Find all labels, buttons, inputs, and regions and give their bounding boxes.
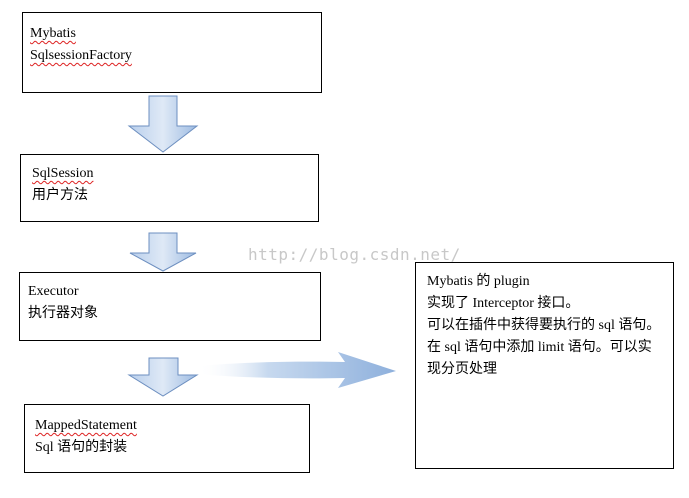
down-arrow-3 — [127, 357, 199, 397]
box-title: Executor — [28, 284, 79, 299]
sqlsession-factory-box: Mybatis SqlsessionFactory — [22, 12, 322, 93]
plugin-line-interceptor: 实现了 Interceptor 接口。 — [427, 296, 580, 311]
plugin-title: Mybatis 的 plugin — [427, 274, 530, 289]
watermark: http://blog.csdn.net/ — [248, 245, 461, 264]
box-subtitle: 用户方法 — [32, 188, 88, 203]
down-arrow-2 — [129, 232, 197, 272]
sqlsession-box: SqlSession 用户方法 — [20, 154, 319, 222]
box-title: MappedStatement — [35, 418, 137, 433]
down-arrow-1 — [127, 95, 199, 153]
box-title: SqlSession — [32, 166, 94, 181]
plugin-line-limit: 在 sql 语句中添加 limit 语句。可以实现分页处理 — [427, 340, 652, 377]
box-title: Mybatis — [30, 26, 76, 41]
right-arrow — [198, 352, 396, 388]
plugin-box: Mybatis 的 plugin 实现了 Interceptor 接口。 可以在… — [415, 262, 674, 469]
plugin-line-get-sql: 可以在插件中获得要执行的 sql 语句。 — [427, 318, 661, 333]
executor-box: Executor 执行器对象 — [19, 272, 321, 341]
box-subtitle: Sql 语句的封装 — [35, 440, 128, 455]
box-subtitle: 执行器对象 — [28, 306, 98, 321]
mapped-statement-box: MappedStatement Sql 语句的封装 — [24, 404, 310, 473]
box-subtitle: SqlsessionFactory — [30, 48, 132, 63]
